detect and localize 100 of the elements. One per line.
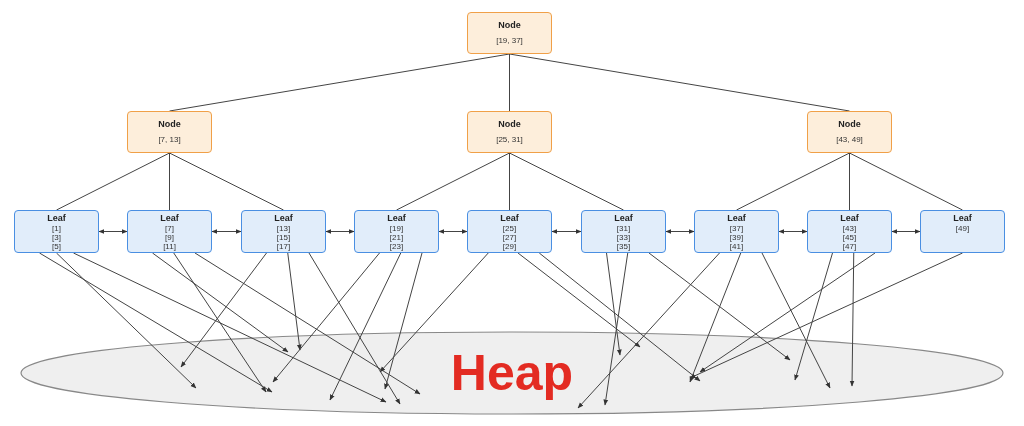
- node-title: Leaf: [840, 213, 859, 224]
- node-title: Node: [838, 118, 861, 131]
- arrow: [272, 252, 380, 383]
- leaf-node-box: [241, 210, 326, 253]
- arrow: [384, 252, 423, 390]
- leaf-node-box: [920, 210, 1005, 253]
- tree-link-line: [509, 152, 510, 211]
- arrow: [891, 229, 921, 234]
- arrow: [308, 252, 401, 405]
- key-value: [13]: [276, 224, 291, 233]
- arrow: [73, 252, 387, 403]
- key-value: [41]: [729, 242, 744, 251]
- heap-label: Heap: [450, 347, 574, 399]
- tree-link-line: [736, 152, 850, 211]
- leaf-node-box: [694, 210, 779, 253]
- arrow: [56, 252, 197, 389]
- arrow: [761, 252, 831, 389]
- tree-link-line: [169, 152, 170, 211]
- key-value: [47]: [842, 242, 857, 251]
- tree-link-line: [509, 152, 624, 211]
- key-value: [25]: [502, 224, 517, 233]
- arrow: [194, 252, 421, 395]
- node-title: Leaf: [614, 213, 633, 224]
- key-value: [9]: [165, 233, 174, 242]
- key-value: [39]: [729, 233, 744, 242]
- arrow: [794, 252, 833, 381]
- heap-region: [20, 331, 1004, 415]
- arrow: [517, 252, 641, 348]
- key-value: [19]: [389, 224, 404, 233]
- arrow: [849, 252, 855, 387]
- key-value: [35]: [616, 242, 631, 251]
- key-value: [21]: [389, 233, 404, 242]
- node-title: Leaf: [160, 213, 179, 224]
- arrow: [39, 252, 273, 393]
- key-value: [23]: [389, 242, 404, 251]
- arrow: [325, 229, 355, 234]
- index-node-box: [807, 111, 892, 153]
- index-node-box: [467, 111, 552, 153]
- arrow: [173, 252, 267, 393]
- node-title: Leaf: [500, 213, 519, 224]
- arrow: [606, 252, 622, 356]
- arrow: [699, 252, 876, 373]
- arrow: [180, 252, 267, 368]
- key-value: [49]: [955, 224, 970, 233]
- arrow: [287, 252, 302, 351]
- tree-link-line: [509, 53, 510, 112]
- arrow: [778, 229, 808, 234]
- node-title: Leaf: [274, 213, 293, 224]
- tree-link-line: [849, 152, 963, 211]
- leaf-node-box: [581, 210, 666, 253]
- tree-link-line: [169, 152, 284, 211]
- index-node-box: [127, 111, 212, 153]
- node-title: Node: [498, 118, 521, 131]
- node-title: Leaf: [47, 213, 66, 224]
- arrow: [665, 229, 695, 234]
- key-value: [31]: [616, 224, 631, 233]
- key-value: [37]: [729, 224, 744, 233]
- node-title: Node: [158, 118, 181, 131]
- arrow: [438, 229, 468, 234]
- arrow: [329, 252, 402, 401]
- arrow: [211, 229, 242, 234]
- key-value: [11]: [163, 242, 176, 251]
- node-title: Leaf: [953, 213, 972, 224]
- key-value: [19, 37]: [496, 35, 523, 46]
- leaf-node-box: [807, 210, 892, 253]
- key-value: [33]: [616, 233, 631, 242]
- leaf-node-box: [127, 210, 212, 253]
- tree-link-line: [849, 152, 850, 211]
- key-value: [5]: [52, 242, 61, 251]
- leaf-node-box: [354, 210, 439, 253]
- key-value: [25, 31]: [496, 134, 523, 145]
- key-value: [15]: [276, 233, 291, 242]
- key-value: [17]: [276, 242, 291, 251]
- key-value: [3]: [52, 233, 61, 242]
- arrow: [379, 252, 489, 373]
- arrow: [98, 229, 128, 234]
- key-value: [43]: [842, 224, 857, 233]
- arrow: [152, 252, 289, 353]
- arrow: [577, 252, 720, 409]
- arrow: [603, 252, 629, 406]
- key-value: [45]: [842, 233, 857, 242]
- arrow: [689, 252, 742, 383]
- key-value: [7]: [165, 224, 174, 233]
- arrow: [538, 252, 701, 382]
- node-title: Leaf: [387, 213, 406, 224]
- tree-link-line: [396, 152, 510, 211]
- leaf-node-box: [467, 210, 552, 253]
- node-title: Leaf: [727, 213, 746, 224]
- arrow: [689, 252, 963, 379]
- key-value: [7, 13]: [158, 134, 181, 145]
- arrow: [648, 252, 791, 361]
- node-title: Node: [498, 19, 521, 32]
- index-node-box: [467, 12, 552, 54]
- tree-link-line: [56, 152, 170, 211]
- leaf-node-box: [14, 210, 99, 253]
- key-value: [29]: [502, 242, 517, 251]
- key-value: [27]: [502, 233, 517, 242]
- arrow: [551, 229, 582, 234]
- key-value: [43, 49]: [836, 134, 863, 145]
- key-value: [1]: [52, 224, 61, 233]
